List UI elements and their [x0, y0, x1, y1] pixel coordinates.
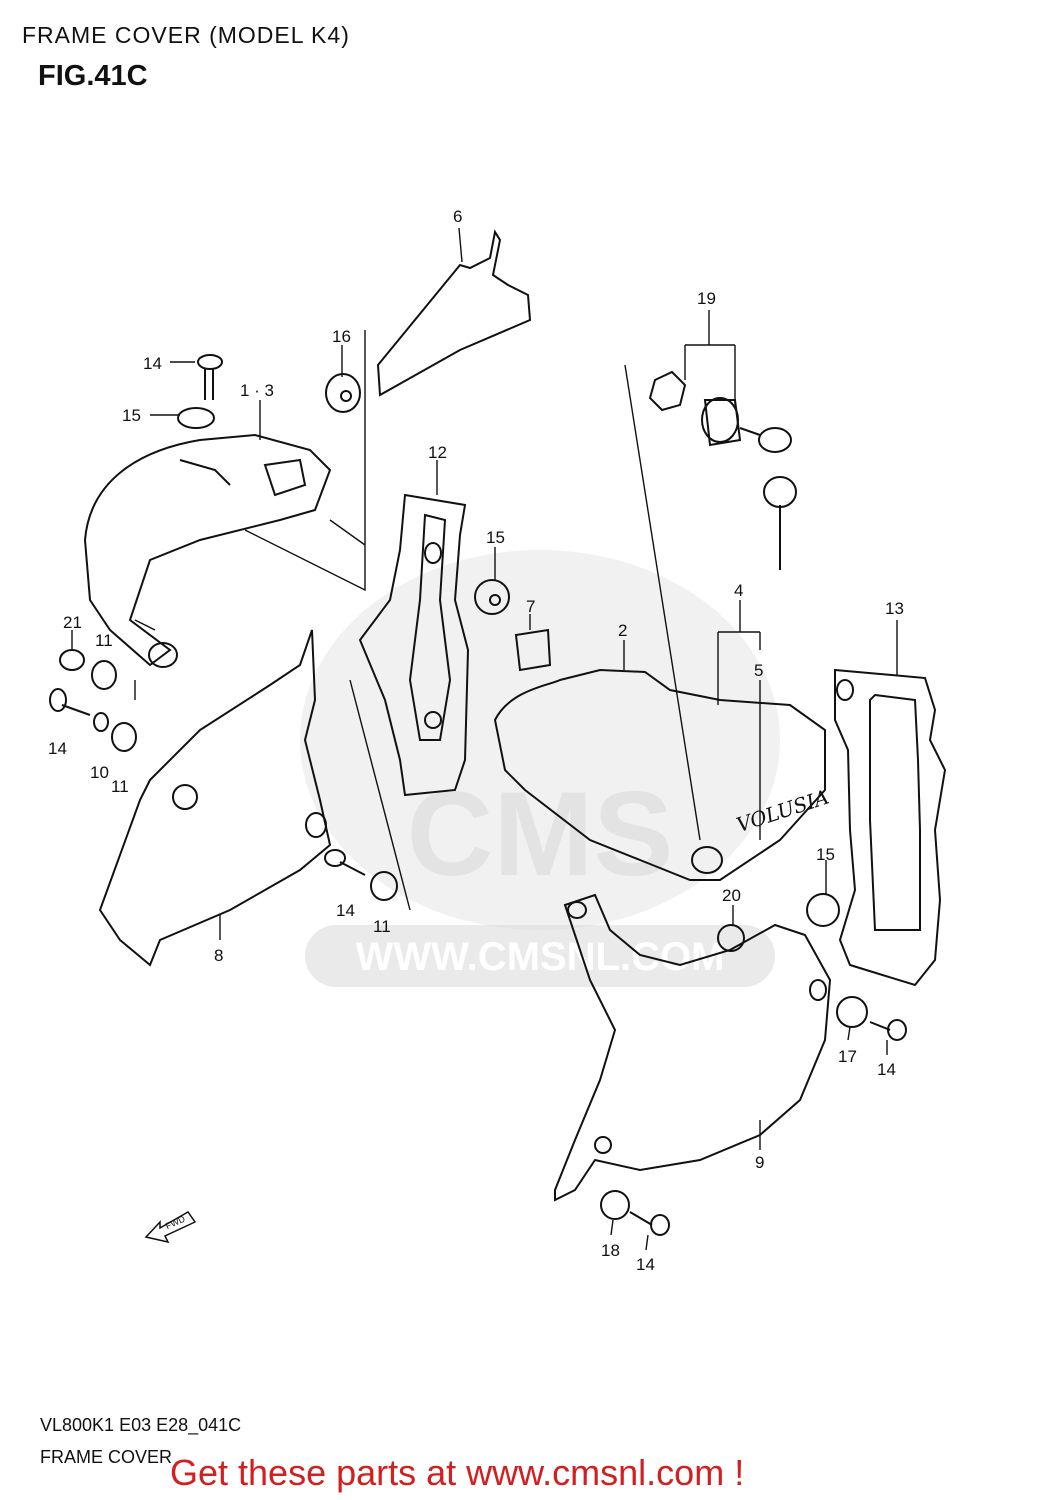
- callout-21: 21: [63, 613, 82, 632]
- callout-14-right: 14: [877, 1060, 896, 1079]
- callout-4: 4: [734, 581, 743, 600]
- callout-10: 10: [90, 763, 109, 782]
- part-15-grommet-right: [806, 893, 840, 927]
- callout-18: 18: [601, 1241, 620, 1260]
- part-11-grommet-b: [111, 722, 137, 752]
- part-14-screw-right: [869, 1019, 907, 1041]
- figure-number: FIG.41C: [38, 60, 148, 92]
- part-20-grommet: [717, 924, 745, 952]
- diagram-title: FRAME COVER (MODEL K4): [22, 22, 350, 48]
- fwd-label: FWD: [164, 1213, 187, 1231]
- callout-11-b: 11: [111, 777, 129, 796]
- callout-15-right: 15: [816, 845, 835, 864]
- forward-arrow-icon: FWD: [144, 1211, 197, 1244]
- callout-labels: 6 19 16 14 1 · 3 15 12 15 4 13 7 2 5 21 …: [48, 207, 904, 1274]
- callout-8: 8: [214, 946, 223, 965]
- part-13-rear-bracket: [834, 668, 947, 987]
- part-11-grommet-c: [370, 871, 398, 901]
- callout-17: 17: [838, 1047, 857, 1066]
- callout-19: 19: [697, 289, 716, 308]
- callout-2: 2: [618, 621, 627, 640]
- part-11-grommet-a: [91, 660, 117, 690]
- callout-20: 20: [722, 886, 741, 905]
- callout-15-mid: 15: [486, 528, 505, 547]
- part-15-grommet: [177, 407, 215, 429]
- part-21-nut: [59, 649, 85, 671]
- diagram-name: FRAME COVER: [40, 1447, 173, 1467]
- callout-5: 5: [754, 661, 763, 680]
- watermark-url: WWW.CMSNL.COM: [356, 935, 725, 979]
- part-18-grommet: [600, 1190, 630, 1220]
- part-14-screw: [197, 354, 223, 400]
- callout-12: 12: [428, 443, 447, 462]
- part-1-3-frame-cover: [83, 433, 332, 668]
- callout-14-bottom: 14: [636, 1255, 655, 1274]
- part-19-lock-set: [648, 370, 797, 570]
- callout-14-top: 14: [143, 354, 162, 373]
- callout-14-left: 14: [48, 739, 67, 758]
- part-17-grommet: [836, 996, 868, 1028]
- watermark-logo: CMS: [407, 767, 674, 901]
- part-10-washer: [93, 712, 109, 732]
- part-7-label: [514, 628, 552, 672]
- part-14-screw-mid: [324, 849, 366, 876]
- part-14-screw-bottom: [629, 1211, 670, 1236]
- callout-11-a: 11: [95, 631, 113, 650]
- part-16-grommet: [325, 373, 361, 413]
- callout-9: 9: [755, 1153, 764, 1172]
- part-12-bracket: [358, 493, 470, 797]
- callout-6: 6: [453, 207, 462, 226]
- leader-lines: [71, 227, 898, 1251]
- part-14-screw-left: [49, 688, 91, 716]
- part-6-bracket: [376, 229, 532, 397]
- cta-link[interactable]: Get these parts at www.cmsnl.com !: [170, 1452, 745, 1493]
- part-8-left-cover: [98, 629, 332, 967]
- part-15-grommet-middle: [474, 579, 510, 615]
- callout-13: 13: [885, 599, 904, 618]
- callout-15-top: 15: [122, 406, 141, 425]
- callout-11-c: 11: [373, 917, 391, 936]
- callout-16: 16: [332, 327, 351, 346]
- diagram-code: VL800K1 E03 E28_041C: [40, 1415, 242, 1435]
- callout-14-mid: 14: [336, 901, 355, 920]
- callout-1-3: 1 · 3: [240, 381, 274, 400]
- callout-7: 7: [526, 597, 535, 616]
- watermark: CMS WWW.CMSNL.COM: [300, 550, 780, 987]
